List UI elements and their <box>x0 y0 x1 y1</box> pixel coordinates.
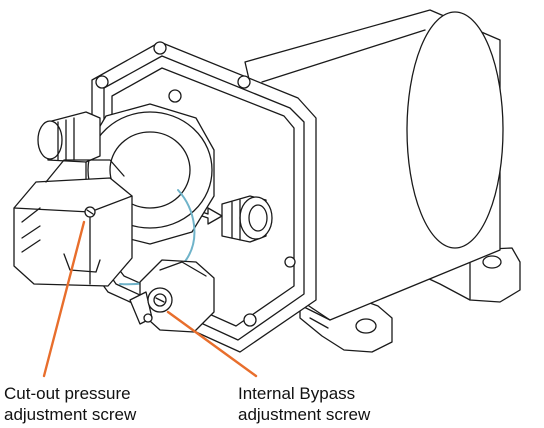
bypass-assembly <box>129 259 215 333</box>
cutout-pressure-callout: Cut-out pressure adjustment screw <box>4 383 136 425</box>
bypass-adjustment-screw <box>143 287 173 323</box>
cutout-callout-line1: Cut-out pressure <box>4 384 131 403</box>
cutout-adjustment-screw <box>84 206 96 218</box>
bypass-callout-line1: Internal Bypass <box>238 384 356 403</box>
outlet-port <box>221 195 273 243</box>
internal-bypass-callout: Internal Bypass adjustment screw <box>238 383 370 425</box>
cutout-leader-line <box>42 220 86 378</box>
motor-housing <box>244 9 504 321</box>
pressure-switch <box>13 159 133 287</box>
bypass-leader-line <box>166 310 258 378</box>
inlet-port <box>37 111 101 163</box>
cutout-callout-line2: adjustment screw <box>4 405 137 424</box>
bypass-callout-line2: adjustment screw <box>238 405 371 424</box>
